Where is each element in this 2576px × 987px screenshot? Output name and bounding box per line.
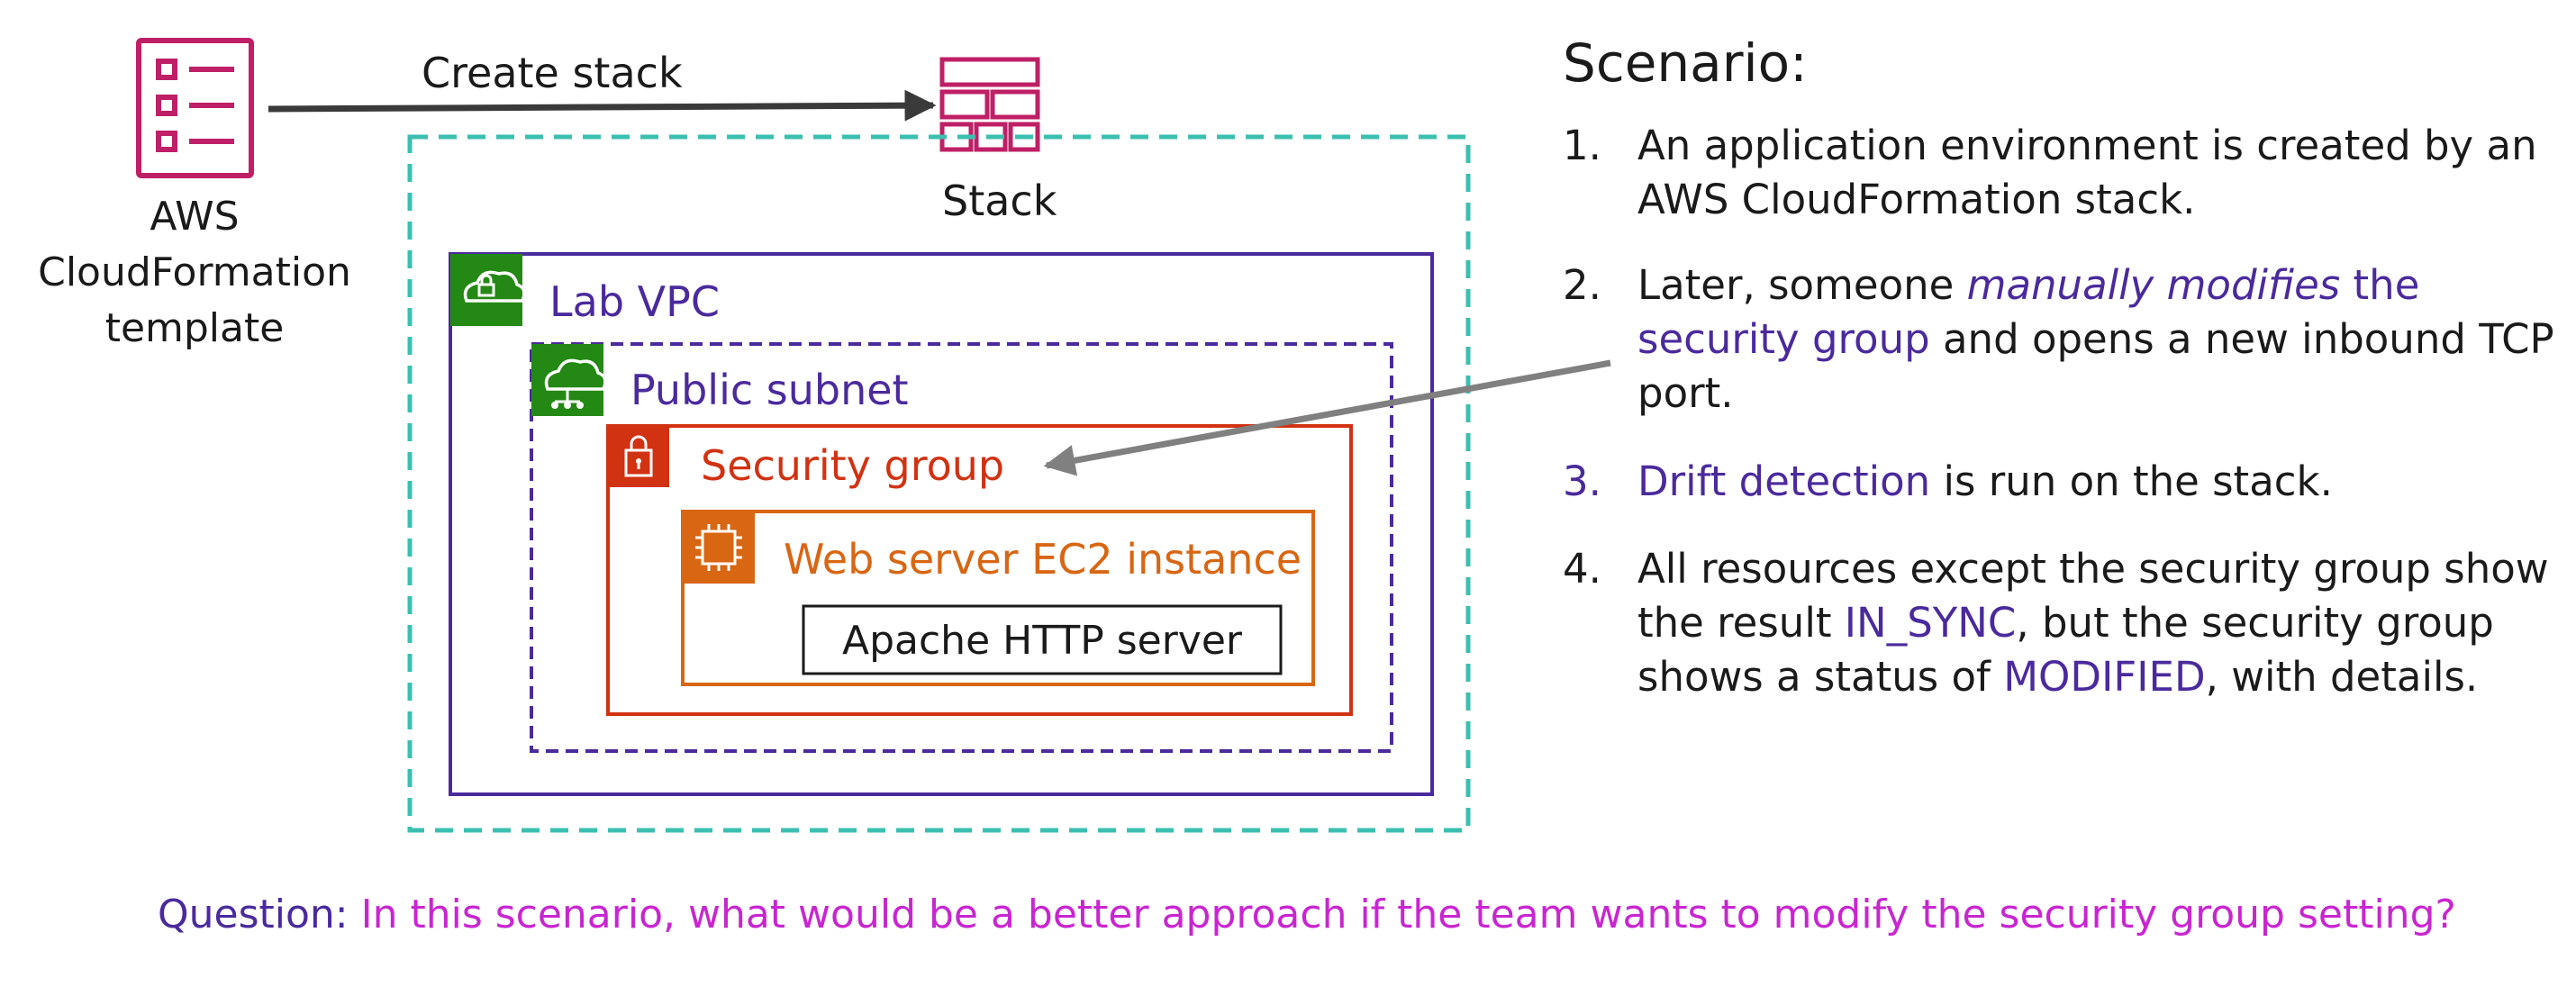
question-label: Question <box>158 892 335 937</box>
ec2-box <box>681 510 1315 686</box>
scenario-item-4-number: 4. <box>1563 545 1601 593</box>
vpc-box <box>449 252 1434 796</box>
apache-box <box>802 604 1283 675</box>
scenario-item-4-text-c: , with details. <box>2205 653 2479 701</box>
subnet-box <box>530 342 1393 753</box>
scenario-item-3-emphasis: Drift detection <box>1637 457 1931 505</box>
scenario-item-4: All resources except the security group … <box>1637 542 2576 704</box>
scenario-item-3-text: is run on the stack. <box>1930 457 2333 505</box>
security-group-label: Security group <box>701 441 1005 490</box>
ec2-chip-icon <box>683 512 755 584</box>
scenario-item-4-status-modified: MODIFIED <box>2003 653 2206 701</box>
cloudformation-boundary <box>407 134 1471 833</box>
scenario-item-2-emphasis-italic: manually modifies <box>1966 261 2341 309</box>
scenario-item-2-text-b: and opens a new inbound TCP port. <box>1637 315 2554 417</box>
scenario-item-2-text-a: Later, someone <box>1637 261 1967 309</box>
manual-modification-arrow <box>1043 359 1611 476</box>
scenario-item-1-number: 1. <box>1563 122 1601 169</box>
template-label-line-3: template <box>104 305 285 351</box>
subnet-icon <box>531 344 607 416</box>
scenario-item-4-status-in-sync: IN_SYNC <box>1844 599 2017 647</box>
security-group-lock-icon <box>608 426 669 487</box>
create-stack-label: Create stack <box>422 49 683 97</box>
template-label-line-2: CloudFormation <box>38 249 351 295</box>
scenario-item-3: Drift detection is run on the stack. <box>1637 455 2576 509</box>
vpc-cloud-icon <box>450 254 526 326</box>
vpc-label: Lab VPC <box>549 277 720 326</box>
question-text: In this scenario, what would be a better… <box>360 892 2456 937</box>
scenario-item-1: An application environment is created by… <box>1637 119 2576 227</box>
stack-label: Stack <box>942 177 1057 225</box>
question: Question: In this scenario, what would b… <box>158 892 2456 937</box>
scenario-item-4-text-b: , but the security group shows a status … <box>1637 599 2494 701</box>
scenario-item-2: Later, someone manually modifies the sec… <box>1637 258 2576 421</box>
template-label-line-1: AWS <box>150 194 240 240</box>
question-colon: : <box>334 892 361 937</box>
scenario-item-1-text: An application environment is created by… <box>1637 122 2537 223</box>
scenario-item-4-text-a: All resources except the security group … <box>1637 545 2549 647</box>
apache-label: Apache HTTP server <box>842 618 1242 664</box>
scenario-title: Scenario: <box>1563 32 1808 94</box>
ec2-label: Web server EC2 instance <box>784 535 1302 584</box>
security-group-box <box>606 424 1353 716</box>
scenario-item-2-number: 2. <box>1563 261 1601 309</box>
create-stack-arrow <box>268 89 937 122</box>
scenario-item-2-emphasis: the security group <box>1637 261 2420 363</box>
template-label: AWS CloudFormation template <box>32 189 357 357</box>
scenario-item-3-number: 3. <box>1563 457 1601 505</box>
template-icon <box>136 38 254 178</box>
subnet-label: Public subnet <box>630 366 909 414</box>
